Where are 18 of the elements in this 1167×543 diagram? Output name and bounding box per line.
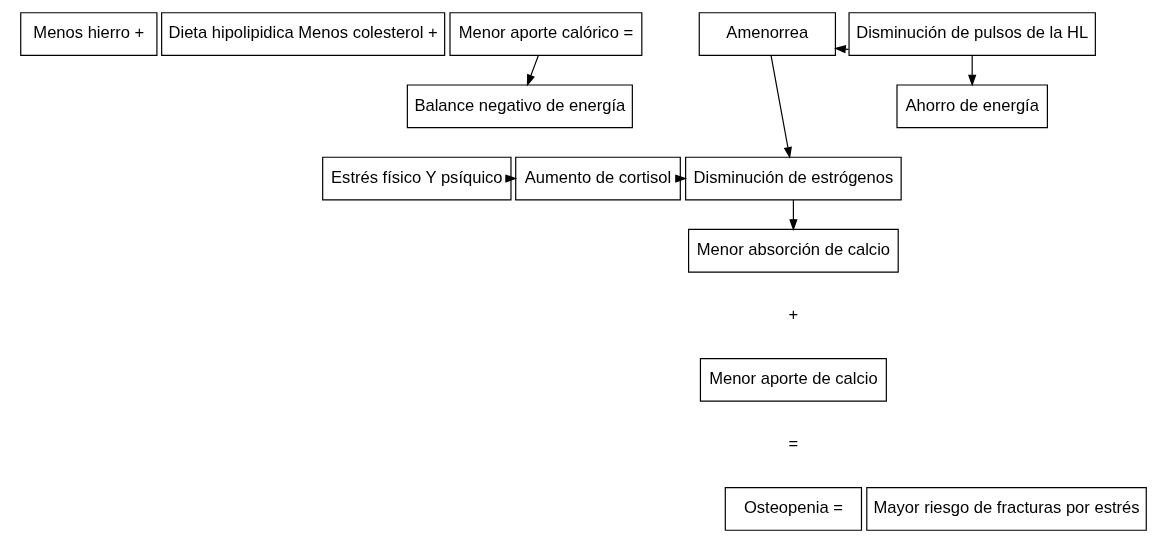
arrow	[526, 54, 539, 87]
node-box: Balance negativo de energía	[406, 84, 633, 129]
node-box: Amenorrea	[698, 12, 836, 56]
arrow	[968, 54, 977, 87]
node-box: Ahorro de energía	[896, 84, 1048, 129]
label: +	[788, 304, 799, 324]
node-box: Menor absorción de calcio	[688, 228, 899, 273]
node-box: Osteopenia =	[724, 487, 863, 531]
node-box: Menos hierro +	[20, 12, 158, 56]
node-box: Disminución de estrógenos	[685, 156, 902, 201]
node-box: Mayor riesgo de fracturas por estrés	[866, 487, 1147, 531]
arrow	[789, 199, 798, 231]
arrow	[770, 55, 792, 159]
node-box: Menor aporte calórico =	[449, 12, 643, 56]
node-box: Disminución de pulsos de la HL	[848, 12, 1096, 56]
node-box: Menor aporte de calcio	[699, 357, 887, 402]
label: =	[788, 433, 799, 453]
node-box: Dieta hipolipidica Menos colesterol +	[161, 12, 446, 56]
